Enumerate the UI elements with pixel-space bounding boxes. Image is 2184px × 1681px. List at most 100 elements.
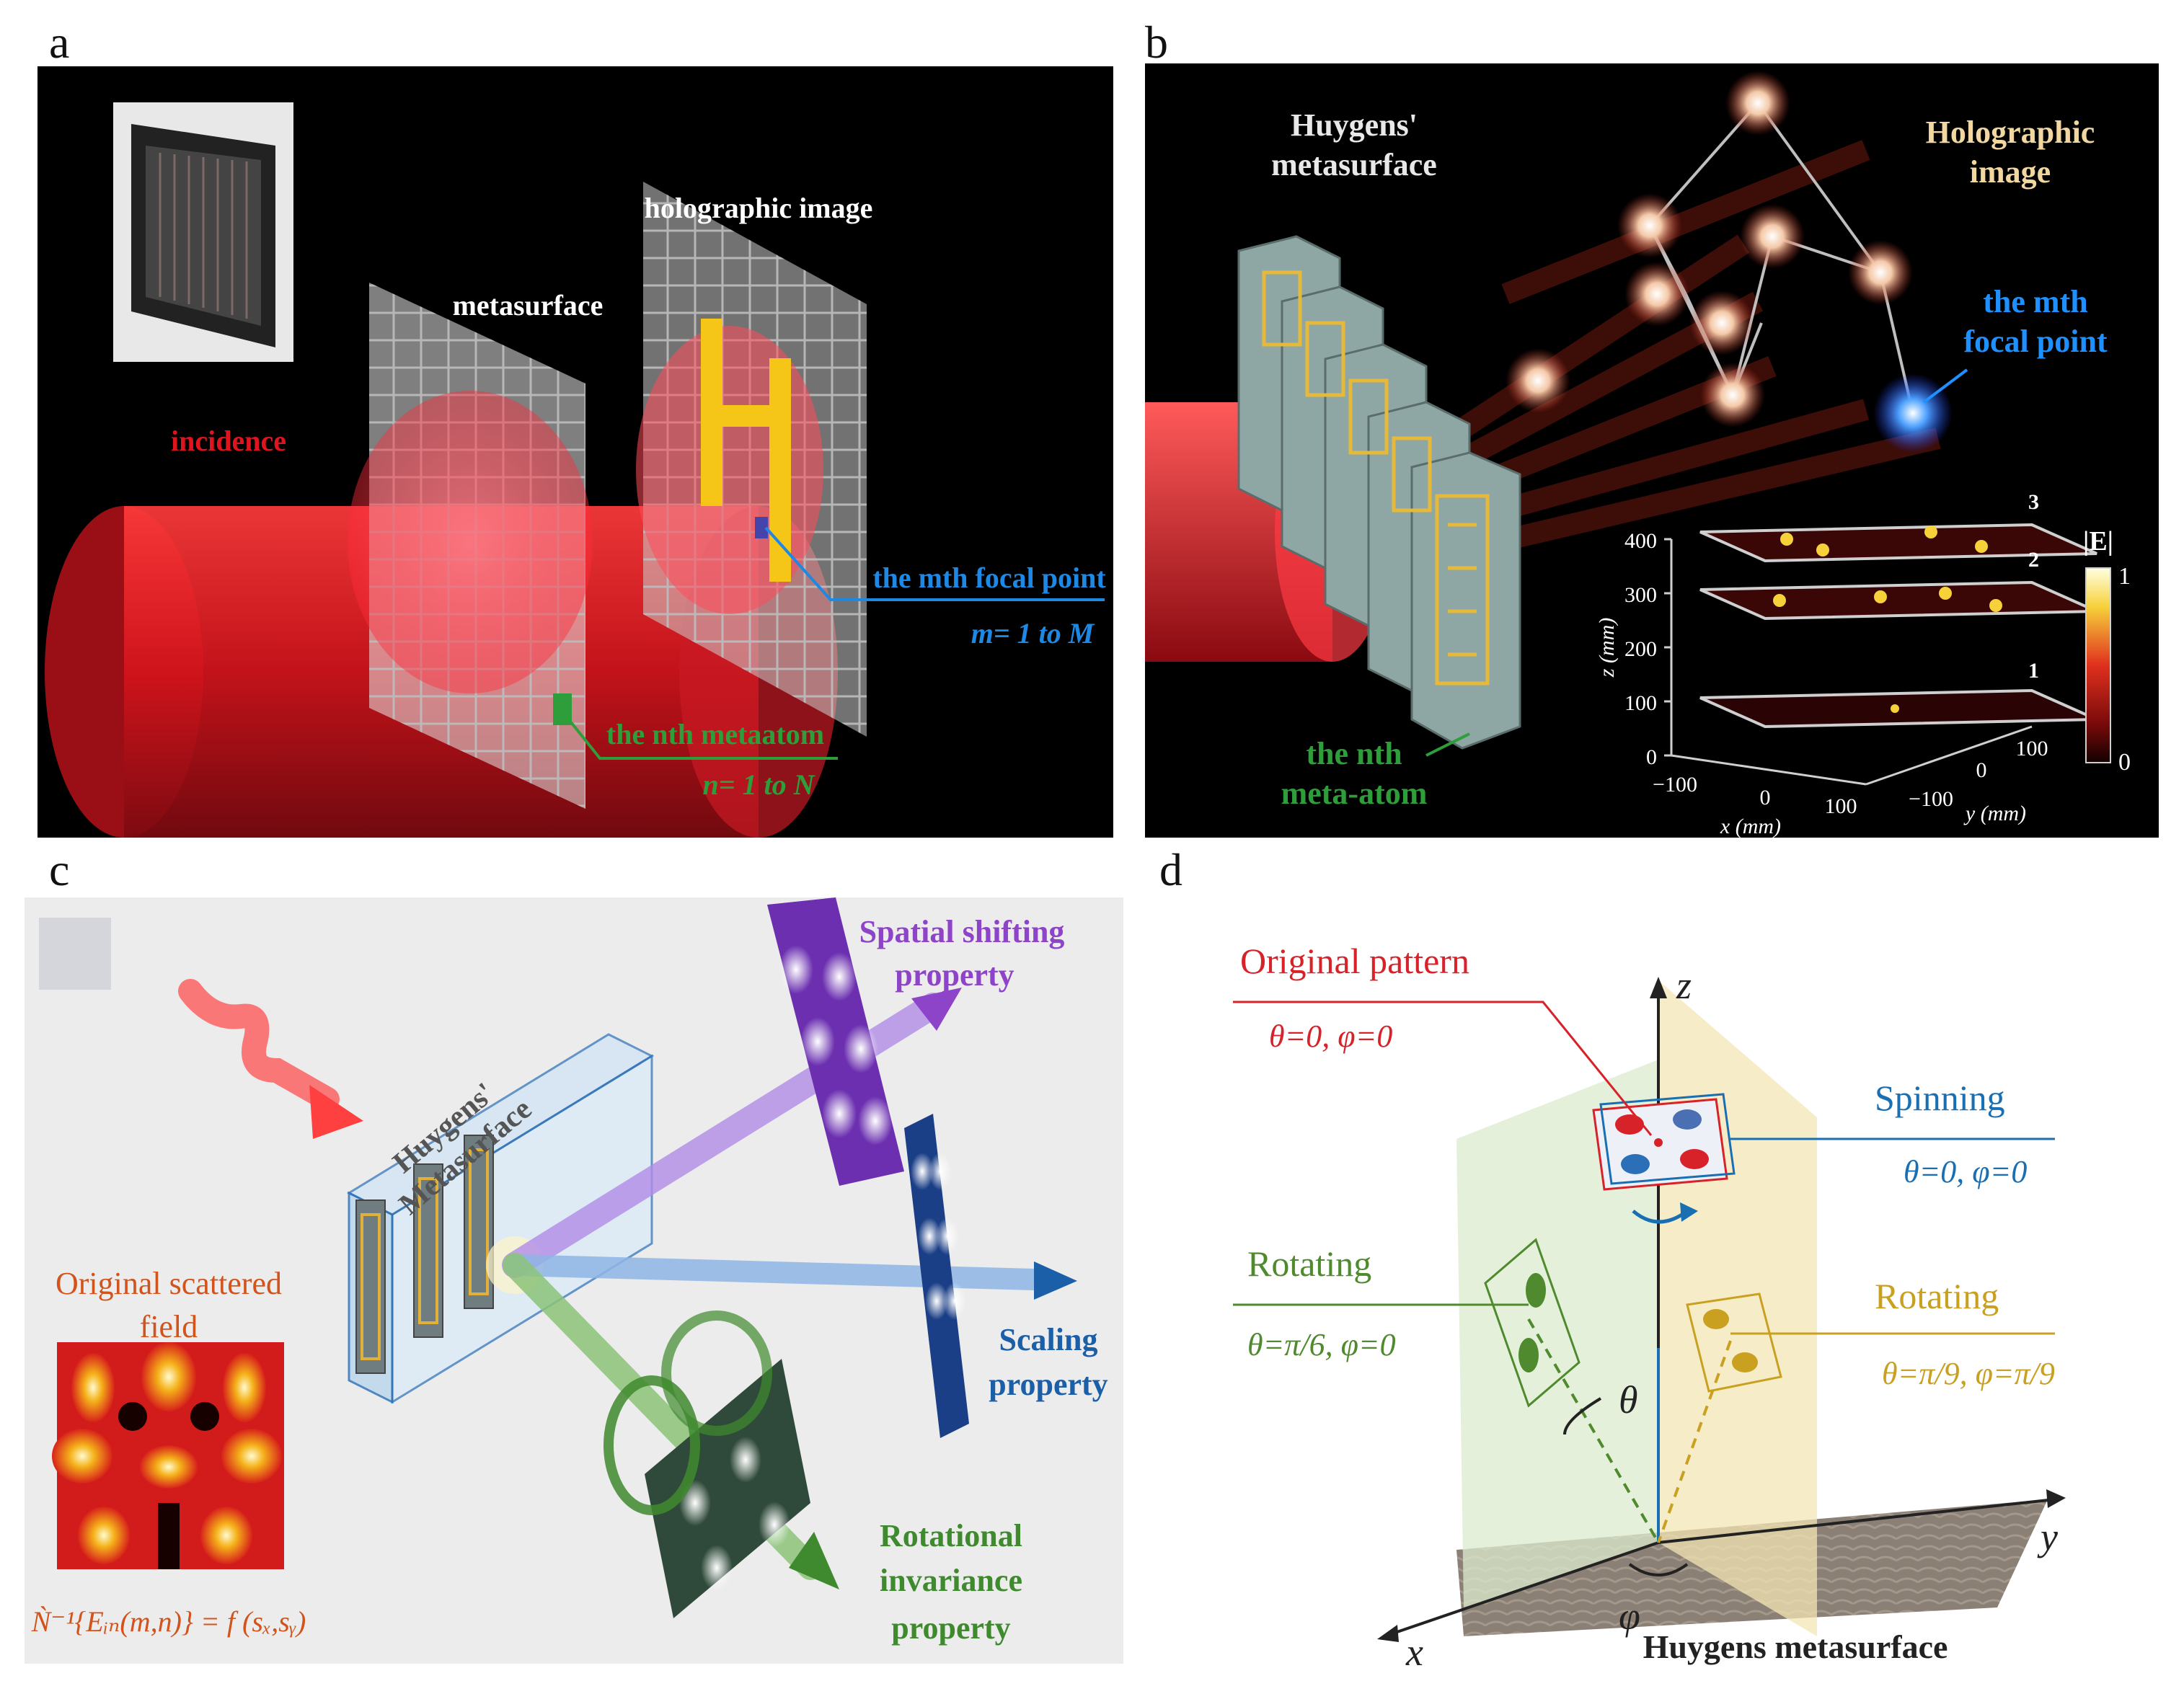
huygens-label-line2: metasurface [1271, 147, 1437, 182]
original-label-line2: field [140, 1309, 198, 1344]
rotating-left-label: Rotating [1247, 1243, 1371, 1284]
focal-range-label: m= 1 to M [971, 617, 1095, 649]
colorbar-tick-0: 0 [2118, 749, 2131, 776]
metaatom-highlight [553, 693, 572, 725]
colorbar-tick-1: 1 [2118, 563, 2131, 590]
incident-arrowhead [309, 1085, 363, 1139]
hologram-panel [636, 182, 867, 737]
panel-label-c: c [49, 844, 70, 895]
phi-arc [1628, 1563, 1689, 1576]
y-tick-0: 0 [1976, 758, 1987, 782]
meta-atom-stack [1237, 235, 1521, 750]
x-tick-100: 100 [1825, 794, 1857, 818]
metaatom-range-label: n= 1 to N [702, 768, 815, 801]
focal-point-highlight [755, 517, 768, 538]
panel-d: z x y θ φ Original pattern θ=0, φ=0 Spin… [1226, 915, 2163, 1665]
theta-arc [1563, 1397, 1602, 1435]
scaling-label-line1: Scaling [999, 1322, 1098, 1357]
z-tick-200: 200 [1624, 637, 1657, 661]
spatial-label-line2: property [895, 957, 1014, 993]
z-arrowhead [1650, 977, 1667, 998]
x-tick-0: 0 [1760, 786, 1771, 810]
field-planes [1699, 523, 2097, 729]
plane-labels: 1 2 3 [2028, 490, 2039, 683]
original-field-heatmap [52, 1342, 284, 1569]
original-pattern-eq: θ=0, φ=0 [1269, 1019, 1392, 1054]
mth-focal-point [1873, 373, 1953, 453]
atom-callout-line [570, 721, 838, 760]
y-tick-100: 100 [2016, 737, 2048, 760]
focal-label-line1: the mth [1983, 284, 2087, 319]
rotating-left-eq: θ=π/6, φ=0 [1247, 1327, 1396, 1362]
inset-photo [113, 102, 293, 362]
metaatom-label: the nth metaatom [606, 718, 824, 750]
right-dashed [1657, 1340, 1732, 1543]
rotating-right-label: Rotating [1875, 1276, 1999, 1316]
original-callout [1233, 1001, 1653, 1136]
panel-label-d: d [1159, 844, 1182, 895]
rotational-label-line2: invariance [880, 1563, 1022, 1598]
plane-label-3: 3 [2028, 490, 2039, 514]
plane-label-1: 1 [2028, 659, 2039, 683]
x-tick-neg100: −100 [1653, 773, 1697, 797]
y-ticks: −100 0 100 [1909, 737, 2048, 811]
spin-arrowhead [1680, 1202, 1698, 1222]
focal-callout-line [764, 526, 1105, 601]
focal-label-line2: focal point [1963, 324, 2108, 359]
huygens-label-line1: Huygens' [1291, 107, 1418, 143]
metasurface-label: metasurface [453, 289, 604, 321]
green-plane [1456, 1060, 1658, 1607]
y-axis-label: y (mm) [1963, 802, 2026, 825]
panel-c-figure: Original scattered field Ǹ⁻¹{Eᵢₙ(m,n)} =… [31, 897, 1108, 1646]
huygens-metasurface-box [346, 1033, 655, 1404]
focal-callout [1922, 368, 1968, 404]
panel-a: holographic image metasurface incidence … [37, 66, 1113, 838]
meta-atom-label-line1: the nth [1306, 736, 1402, 771]
fourier-formula: Ǹ⁻¹{Eᵢₙ(m,n)} = f (sₓ,sᵧ) [31, 1605, 306, 1638]
panel-c: Original scattered field Ǹ⁻¹{Eᵢₙ(m,n)} =… [25, 897, 1123, 1664]
panel-b: 400 300 200 100 0 z (mm) −100 0 100 x (m… [1145, 63, 2159, 838]
z-tick-0: 0 [1646, 745, 1657, 769]
colorbar-title: |E| [2083, 526, 2113, 556]
theta-symbol: θ [1619, 1378, 1638, 1421]
meta-atom-callout [1425, 732, 1470, 757]
rotation-ring [604, 1375, 700, 1515]
panel-label-b: b [1145, 17, 1168, 68]
focal-point-label: the mth focal point [872, 562, 1106, 594]
panel-label-a: a [49, 17, 70, 68]
y-tick-neg100: −100 [1909, 787, 1953, 811]
phi-symbol: φ [1619, 1594, 1640, 1638]
plane-label-2: 2 [2028, 548, 2039, 572]
panel-d-figure: z x y θ φ Original pattern θ=0, φ=0 Spin… [1233, 941, 2066, 1665]
rotational-arrowhead [789, 1532, 839, 1589]
spinning-eq: θ=0, φ=0 [1904, 1154, 2027, 1189]
z-ticks: 400 300 200 100 0 [1624, 529, 1657, 769]
yellow-plane [1658, 980, 1817, 1636]
focusing-rays [1441, 140, 1941, 564]
rotational-plate [645, 1359, 810, 1618]
holo-label: holographic image [645, 192, 873, 224]
spinning-label: Spinning [1875, 1078, 2005, 1118]
rotational-label-line1: Rotational [880, 1518, 1022, 1553]
original-pattern-label: Original pattern [1240, 941, 1469, 981]
z-tick-400: 400 [1624, 529, 1657, 553]
x-axis-label: x [1405, 1631, 1423, 1665]
spatial-label-line1: Spatial shifting [859, 914, 1065, 949]
panel-a-figure: holographic image metasurface incidence … [45, 102, 1106, 838]
spatial-shift-plate [767, 897, 904, 1186]
rotation-ring-upper [661, 1310, 772, 1436]
rotating-plate-left [1484, 1238, 1580, 1408]
z-axis-label: z [1676, 964, 1692, 1007]
incident-wave [178, 979, 340, 1112]
scaling-arrowhead [1034, 1261, 1077, 1300]
x-axis-label: x (mm) [1720, 815, 1781, 838]
z-tick-100: 100 [1624, 691, 1657, 715]
holo-label-line2: image [1970, 154, 2051, 190]
rotational-label-line3: property [891, 1610, 1010, 1646]
rotating-plate-right [1686, 1292, 1782, 1393]
focal-points [1506, 71, 1953, 453]
spatial-shift-arrowhead [911, 988, 962, 1031]
x-ticks: −100 0 100 [1653, 773, 1857, 818]
z-tick-300: 300 [1624, 583, 1657, 607]
corner-block [39, 918, 111, 990]
